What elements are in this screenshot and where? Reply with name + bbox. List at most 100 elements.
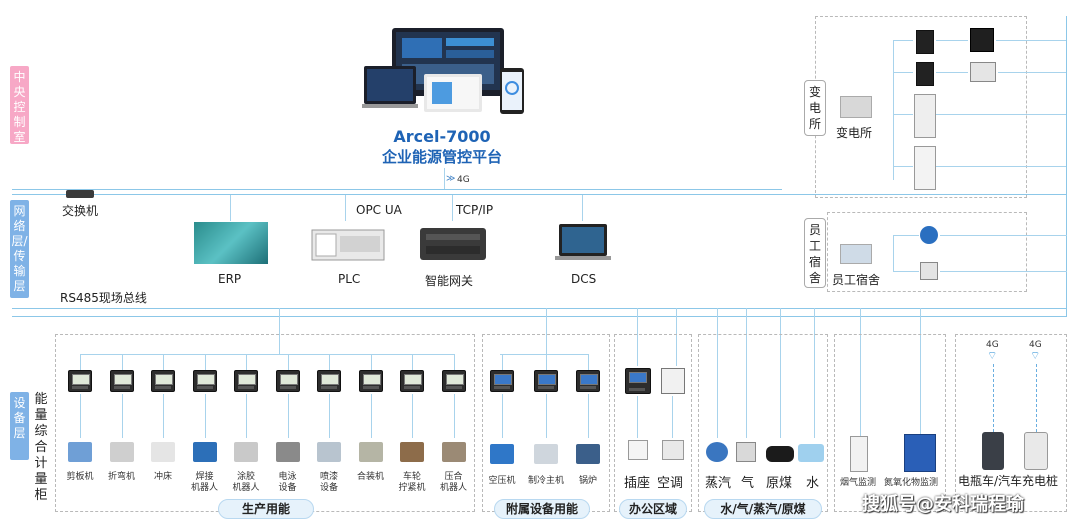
auxiliary-machine-icon <box>490 444 514 464</box>
ev-charger-1-icon <box>982 432 1004 470</box>
dcs-image <box>555 222 611 264</box>
production-meter <box>358 370 383 392</box>
machine-icon <box>317 442 341 462</box>
production-meter <box>234 370 258 392</box>
platform-link: 4G <box>457 175 470 185</box>
monitoring-box <box>834 334 946 512</box>
switchgear-cabinet-1 <box>914 94 936 138</box>
production-machine-label: 折弯机 <box>107 472 135 482</box>
production-meter <box>68 370 92 392</box>
electric-meter-icon <box>920 262 938 280</box>
office-item-ac: 空调 <box>657 476 684 491</box>
auxiliary-machine-label: 制冷主机 <box>527 476 564 486</box>
production-machine-label: 压合 机器人 <box>439 472 467 493</box>
platform-devices-illustration <box>362 26 532 121</box>
utility-gas: 气 <box>741 476 755 491</box>
layer-label-central: 中央控制室 <box>10 66 29 144</box>
production-machine-label: 冲床 <box>153 472 172 482</box>
utility-coal: 原煤 <box>766 476 793 491</box>
production-meter <box>151 370 175 392</box>
water-icon <box>798 444 824 462</box>
monitor-flue-gas: 烟气监测 <box>840 478 877 488</box>
auxiliary-meter <box>534 370 558 392</box>
machine-icon <box>192 442 217 462</box>
machine-icon <box>109 442 134 462</box>
switchgear-cabinet-2 <box>914 146 936 190</box>
auxiliary-machine-label: 空压机 <box>488 476 516 486</box>
production-machine-label: 焊接 机器人 <box>190 472 218 493</box>
substation-photo <box>840 96 872 118</box>
wifi-icon: ⌔ <box>1030 349 1041 362</box>
node-erp: ERP <box>218 272 242 286</box>
machine-icon <box>151 442 175 462</box>
layer-label-network: 网络层/传输层 <box>10 200 29 298</box>
protocol-opc: OPC UA <box>356 203 402 217</box>
gas-meter-icon <box>736 442 756 462</box>
utility-steam: 蒸汽 <box>705 476 732 491</box>
dorm-photo <box>840 244 872 264</box>
signal-4g-icon: ≫ <box>446 174 456 184</box>
ev-box <box>955 334 1067 512</box>
substation-device-1 <box>970 28 994 52</box>
ev-signal-2: 4G <box>1029 340 1042 350</box>
auxiliary-machine-icon <box>534 444 558 464</box>
substation-meter-2 <box>916 62 934 86</box>
substation-meter-1 <box>916 30 934 54</box>
production-footer: 生产用能 <box>218 499 314 519</box>
dorm-box <box>827 212 1027 292</box>
machine-icon <box>441 442 466 462</box>
substation-device-2 <box>970 62 996 82</box>
layer-label-device: 设备层 <box>10 392 29 460</box>
substation-tag: 变电所 <box>804 80 826 136</box>
production-machine-label: 涂胶 机器人 <box>232 472 260 493</box>
platform-name: Arcel-7000 <box>393 127 491 146</box>
production-meter <box>275 370 300 392</box>
socket-icon <box>628 440 648 460</box>
production-meter <box>192 370 217 392</box>
dorm-tag: 员工宿舍 <box>804 218 826 288</box>
production-meter <box>441 370 466 392</box>
machine-icon <box>234 442 258 462</box>
nox-monitor-icon <box>904 434 936 472</box>
production-meter <box>400 370 424 392</box>
protocol-tcp: TCP/IP <box>456 203 494 217</box>
production-meter <box>109 370 134 392</box>
auxiliary-machine-icon <box>576 444 600 464</box>
auxiliary-footer: 附属设备用能 <box>494 499 590 519</box>
utility-water: 水 <box>806 476 820 491</box>
utilities-footer: 水/气/蒸汽/原煤 <box>704 499 822 519</box>
office-meter-2 <box>661 368 685 394</box>
coal-icon <box>766 446 794 462</box>
auxiliary-machine-label: 锅炉 <box>578 476 597 486</box>
wifi-icon: ⌔ <box>987 349 998 362</box>
machine-icon <box>68 442 92 462</box>
switch-label: 交换机 <box>62 204 99 218</box>
flue-gas-monitor-icon <box>850 436 868 472</box>
ac-icon <box>662 440 684 460</box>
production-machine-label: 喷漆 设备 <box>319 472 338 493</box>
steam-meter-icon <box>706 442 728 462</box>
bus-label: RS485现场总线 <box>60 291 147 305</box>
watermark: 搜狐号@安科瑞程瑜 <box>862 494 1024 515</box>
ev-label: 电瓶车/汽车充电桩 <box>958 474 1059 488</box>
platform-subtitle: 企业能源管控平台 <box>381 148 502 166</box>
node-dcs: DCS <box>571 272 597 286</box>
switch-icon <box>66 190 94 198</box>
auxiliary-meter <box>490 370 514 392</box>
machine-icon <box>275 442 300 462</box>
production-meter <box>317 370 341 392</box>
production-machine-label: 剪板机 <box>66 472 94 482</box>
production-machine-label: 车轮 拧紧机 <box>398 472 426 493</box>
gateway-image <box>418 220 488 266</box>
monitor-nox: 氮氧化物监测 <box>884 478 939 488</box>
water-meter-icon <box>920 226 938 244</box>
office-footer: 办公区域 <box>619 499 687 519</box>
production-machine-label: 电泳 设备 <box>278 472 297 493</box>
office-item-socket: 插座 <box>624 476 651 491</box>
erp-image <box>194 222 268 264</box>
machine-icon <box>400 442 424 462</box>
metering-cabinet-label: 能量综合计量柜 <box>34 392 48 503</box>
ev-signal-1: 4G <box>986 340 999 350</box>
dorm-label: 员工宿舍 <box>832 273 881 287</box>
node-gateway: 智能网关 <box>425 274 474 288</box>
